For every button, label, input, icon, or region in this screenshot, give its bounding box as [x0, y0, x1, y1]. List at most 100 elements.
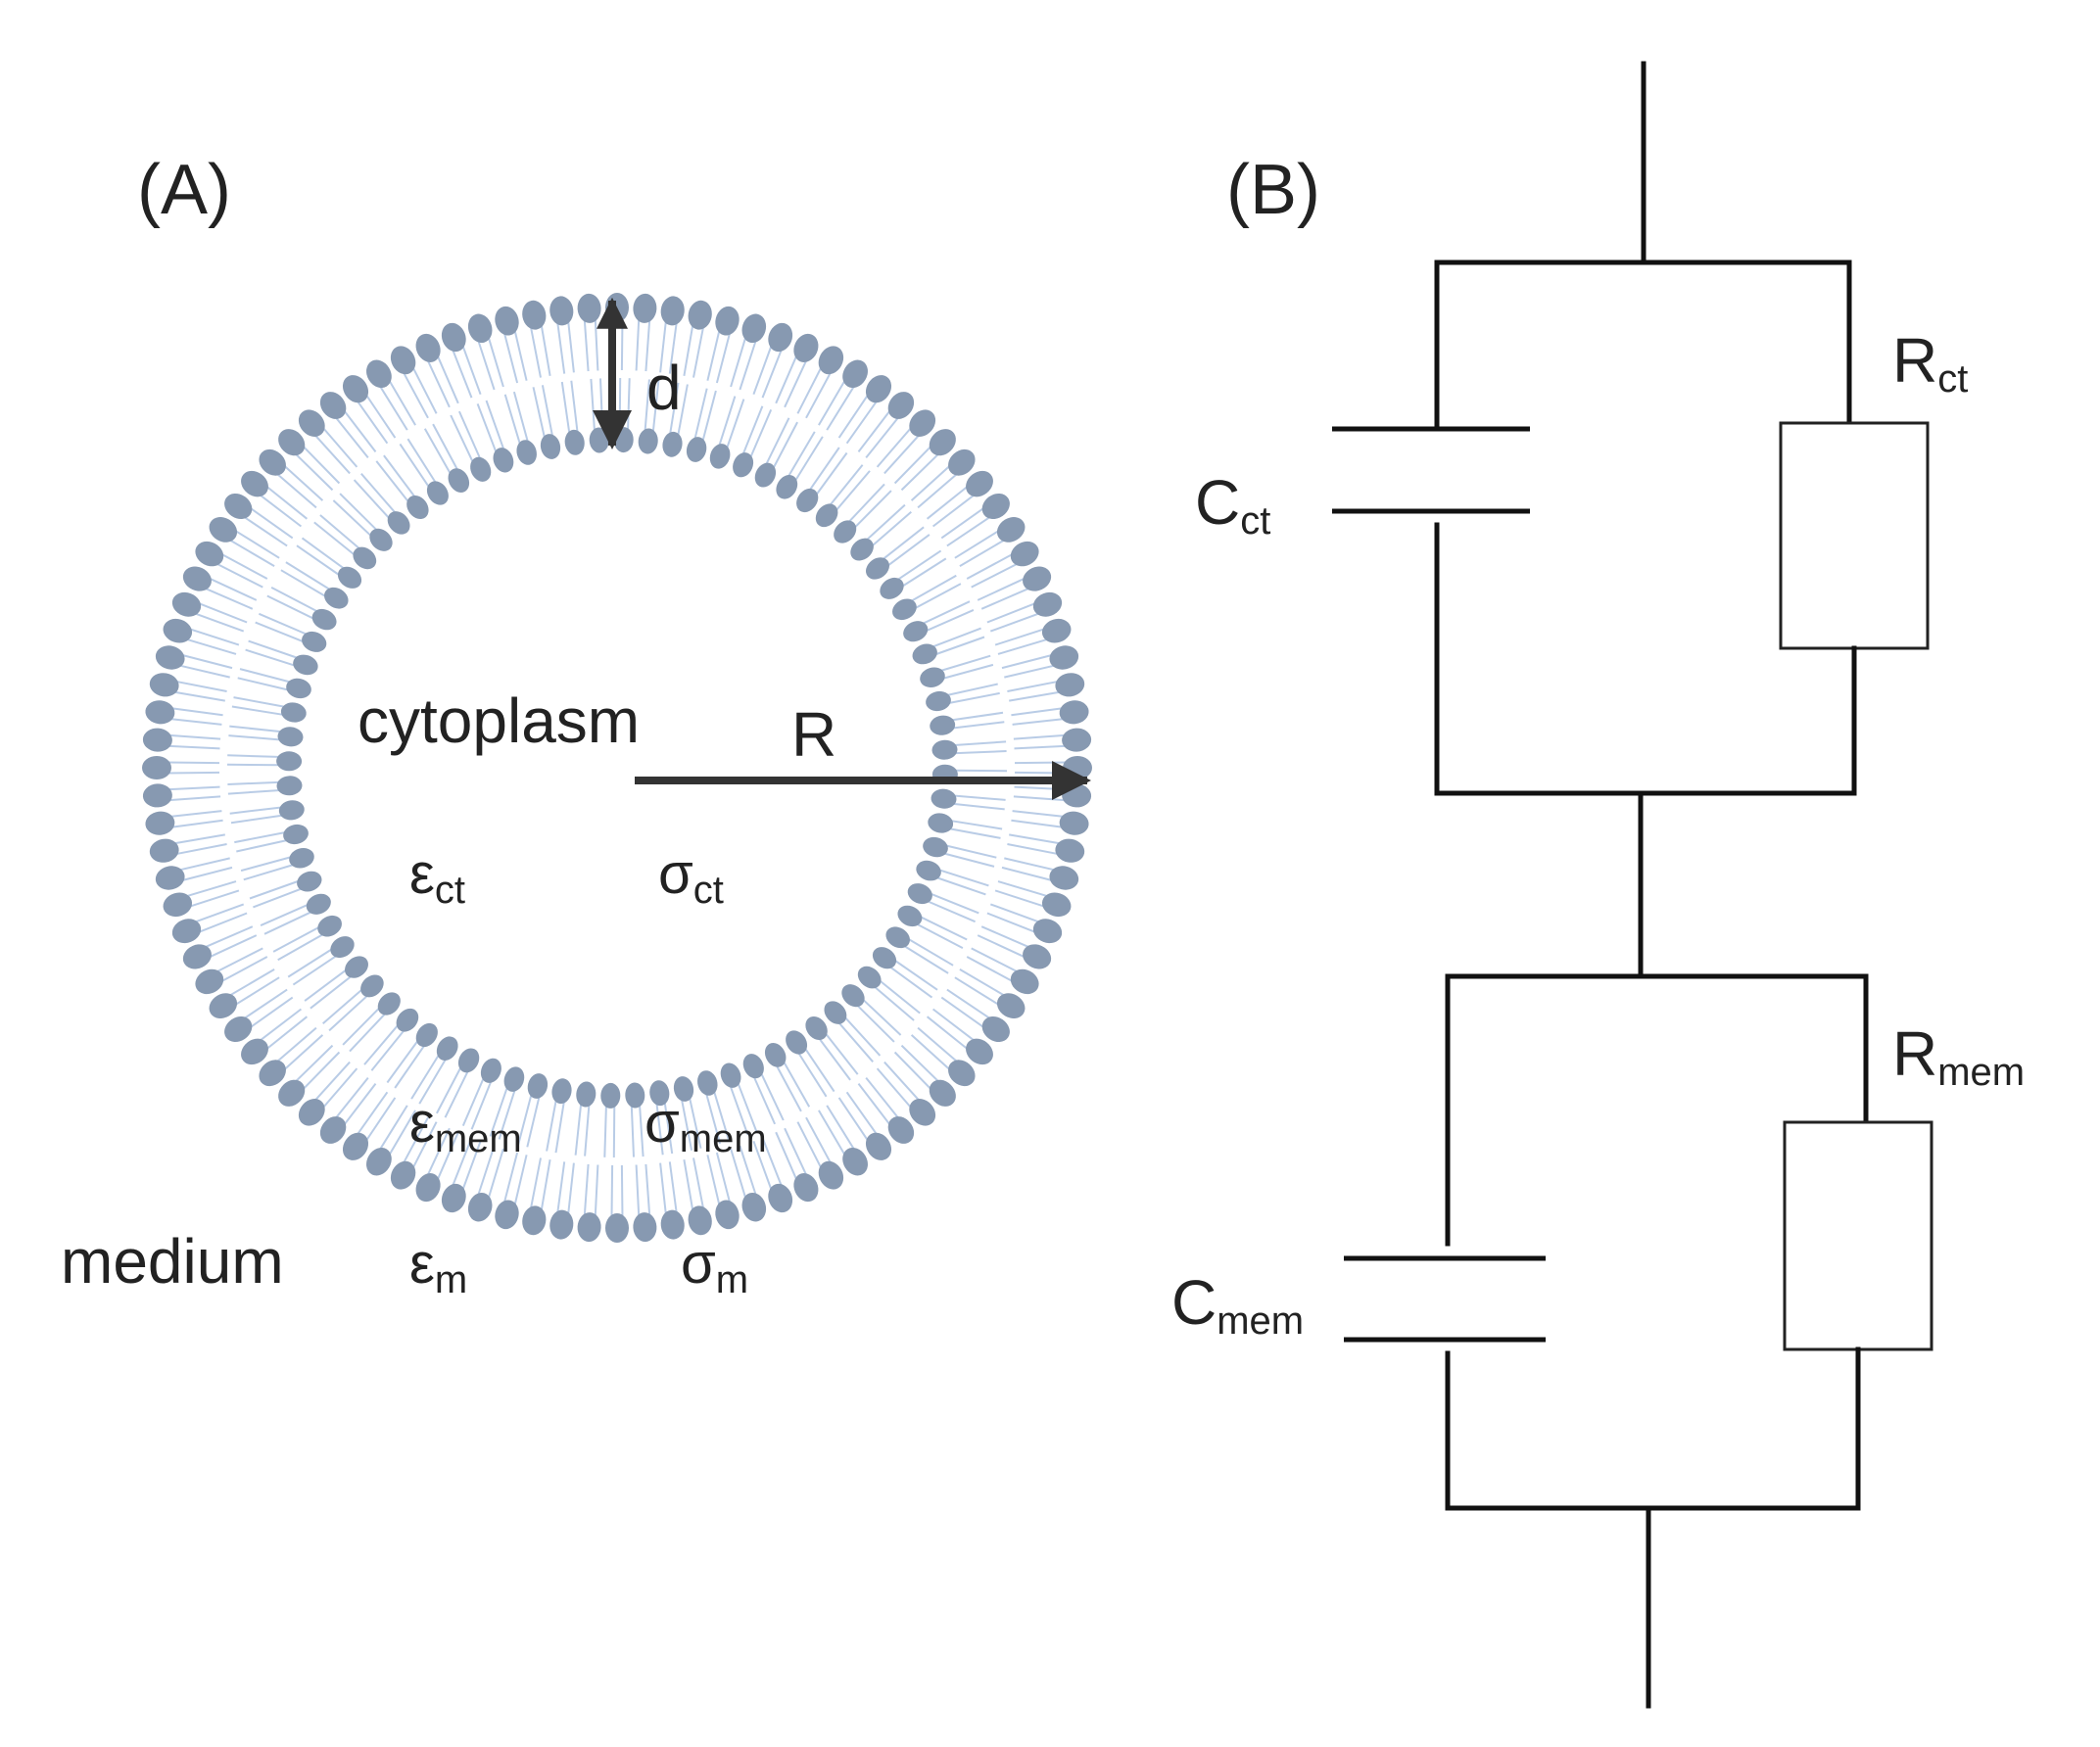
- lipid-tail: [583, 1163, 590, 1217]
- lipid-head: [930, 715, 956, 735]
- lipid-head: [415, 333, 441, 362]
- lipid-head: [241, 1038, 268, 1065]
- lipid-tail: [986, 912, 1037, 934]
- lipid-tail: [259, 612, 310, 637]
- lipid-head: [276, 751, 303, 772]
- lipid-head: [1010, 541, 1039, 567]
- lipid-tail: [364, 393, 397, 439]
- lipid-head: [145, 700, 175, 725]
- lipid-tail: [1014, 744, 1068, 750]
- lipid-tail: [277, 932, 326, 962]
- lipid-head: [390, 346, 416, 375]
- lipid-tail: [296, 544, 342, 578]
- lipid-head: [278, 800, 305, 821]
- lipid-tail: [668, 1161, 678, 1215]
- sigma-ct-label: σct: [658, 842, 724, 912]
- lipid-tail: [1014, 785, 1068, 791]
- lipid-tail: [1001, 653, 1054, 670]
- lipid-tail: [584, 1102, 591, 1157]
- lipid-tail: [818, 378, 847, 426]
- lipid-tail: [342, 1082, 377, 1127]
- lipid-tail: [870, 511, 912, 548]
- lipid-head: [880, 577, 904, 599]
- lipid-tail: [236, 838, 290, 853]
- lipid-tail: [1011, 819, 1065, 828]
- lipid-tail: [692, 1157, 705, 1210]
- lipid-tail: [845, 1091, 879, 1136]
- lipid-tail: [748, 409, 773, 460]
- lipid-tail: [275, 472, 317, 509]
- lipid-tail: [885, 534, 931, 568]
- lipid-head: [467, 1192, 493, 1222]
- lipid-tail: [706, 328, 721, 381]
- lipid-tail: [180, 653, 233, 670]
- lipid-tail: [817, 1036, 851, 1081]
- lipid-tail: [865, 1076, 900, 1120]
- lipid-tail: [959, 968, 1007, 998]
- lipid-tail: [1013, 795, 1067, 802]
- lipid-tail: [240, 855, 294, 873]
- lipid-tail: [793, 436, 824, 484]
- lipid-tail: [852, 490, 892, 530]
- lipid-head: [720, 1062, 741, 1088]
- lipid-tail: [730, 1148, 747, 1201]
- lipid-tail: [949, 711, 1004, 722]
- lipid-tail: [860, 997, 902, 1036]
- lipid-tail: [215, 947, 263, 973]
- lipid-tail: [805, 370, 833, 419]
- lipid-tail: [386, 1038, 420, 1084]
- lipid-tail: [818, 1110, 847, 1157]
- lipid-tail: [954, 976, 1001, 1007]
- lipid-head: [1055, 838, 1085, 863]
- lipid-tail: [892, 958, 938, 991]
- lipid-head: [686, 437, 707, 462]
- cell-membrane-bilayer: [142, 293, 1092, 1243]
- outer-lipid-heads: [142, 293, 1092, 1243]
- lipid-tail: [342, 408, 377, 453]
- lipid-head: [966, 470, 993, 497]
- lipid-head: [436, 1036, 458, 1061]
- lipid-head: [286, 678, 311, 699]
- lipid-tail: [807, 447, 840, 493]
- lipid-tail: [899, 557, 947, 589]
- lipid-tail: [394, 1043, 427, 1089]
- lipid-tail: [977, 934, 1026, 959]
- lipid-tail: [502, 331, 519, 384]
- lipid-tail: [301, 1051, 341, 1091]
- lipid-tail: [823, 1031, 859, 1075]
- lipid-head: [306, 893, 331, 915]
- lipid-tail: [263, 910, 314, 935]
- thickness-label-d: d: [646, 353, 682, 423]
- lipid-tail: [952, 750, 1007, 755]
- lipid-tail: [997, 880, 1050, 898]
- lipid-head: [278, 429, 306, 456]
- lipid-tail: [865, 415, 900, 459]
- lipid-tail: [701, 390, 717, 444]
- lipid-tail: [353, 479, 392, 521]
- lipid-tail: [644, 318, 651, 372]
- lipid-tail: [603, 1103, 607, 1157]
- lipid-tail: [771, 421, 798, 471]
- lipid-tail: [334, 1076, 369, 1120]
- lipid-tail: [796, 1050, 828, 1098]
- lipid-tail: [845, 400, 879, 445]
- lipid-tail: [476, 1145, 496, 1197]
- lipid-tail: [436, 1064, 463, 1114]
- lipid-tail: [980, 587, 1031, 610]
- lipid-head: [633, 293, 657, 323]
- lipid-tail: [594, 317, 599, 371]
- lipid-tail: [383, 454, 417, 499]
- lipid-tail: [174, 843, 227, 856]
- lipid-tail: [752, 1140, 773, 1192]
- lipid-tail: [739, 339, 758, 391]
- lipid-tail: [717, 396, 737, 449]
- lipid-tail: [275, 1026, 317, 1063]
- lipid-tail: [659, 1162, 667, 1216]
- lipid-head: [815, 503, 838, 528]
- lipid-tail: [883, 1061, 921, 1103]
- panel-b-label: (B): [1226, 151, 1320, 229]
- lipid-tail: [966, 552, 1015, 580]
- lipid-tail: [227, 538, 275, 567]
- lipid-tail: [876, 1067, 913, 1110]
- lipid-tail: [227, 754, 282, 758]
